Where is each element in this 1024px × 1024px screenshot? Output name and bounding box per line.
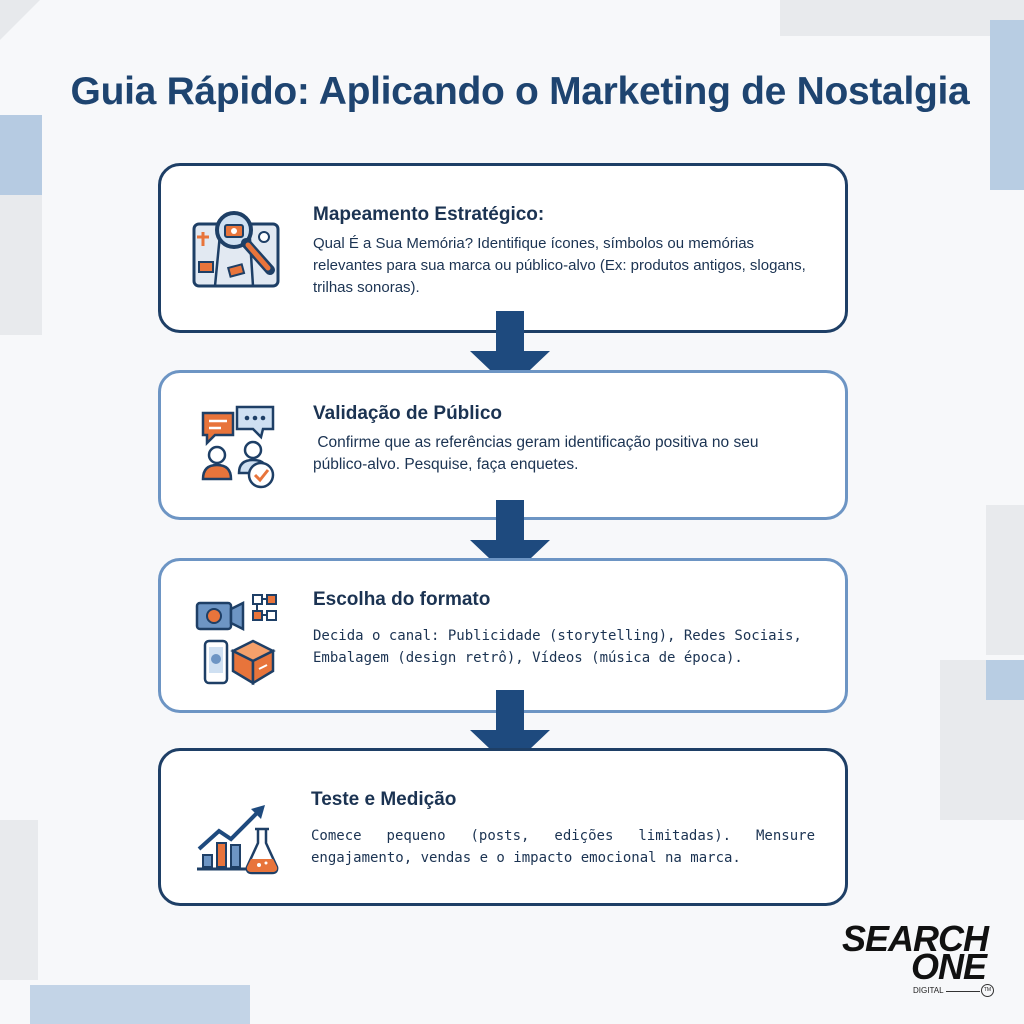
step-description: Confirme que as referências geram identi… — [313, 434, 763, 473]
step-card-mapeamento: Mapeamento Estratégico: Qual É a Sua Mem… — [158, 163, 848, 333]
step-heading: Mapeamento Estratégico: — [313, 204, 545, 225]
background-shape — [30, 985, 250, 1024]
trademark-badge: TM — [981, 984, 994, 997]
background-shape — [986, 505, 1024, 655]
step-description: Comece pequeno (posts, edições limitadas… — [311, 828, 815, 866]
background-shape — [986, 660, 1024, 700]
step-card-validacao: Validação de Público Confirme que as ref… — [158, 370, 848, 520]
step-description: Qual É a Sua Memória? Identifique ícones… — [313, 235, 806, 296]
step-card-teste: Teste e Medição Comece pequeno (posts, e… — [158, 748, 848, 906]
flow-arrow — [470, 311, 550, 389]
chart-flask-icon — [191, 779, 291, 875]
search-one-logo: SEARCH ONE DIGITAL TM — [838, 918, 1008, 998]
step-description: Decida o canal: Publicidade (storytellin… — [313, 628, 802, 666]
background-shape — [0, 195, 42, 335]
logo-line-3: DIGITAL — [913, 986, 944, 995]
background-shape — [990, 20, 1024, 190]
page-title: Guia Rápido: Aplicando o Marketing de No… — [70, 70, 970, 113]
step-card-formato: Escolha do formato Decida o canal: Publi… — [158, 558, 848, 713]
background-shape — [0, 0, 40, 40]
map-magnifier-icon — [191, 206, 291, 296]
logo-divider — [946, 991, 980, 992]
camera-phone-box-icon — [191, 589, 291, 686]
chat-people-check-icon — [191, 403, 291, 493]
step-heading: Escolha do formato — [313, 589, 491, 610]
step-heading: Teste e Medição — [311, 789, 457, 810]
background-shape — [780, 0, 1024, 36]
logo-line-1: SEARCH — [841, 918, 989, 959]
step-heading: Validação de Público — [313, 403, 503, 424]
background-shape — [0, 115, 42, 195]
logo-line-2: ONE — [910, 946, 987, 987]
background-shape — [0, 820, 38, 980]
